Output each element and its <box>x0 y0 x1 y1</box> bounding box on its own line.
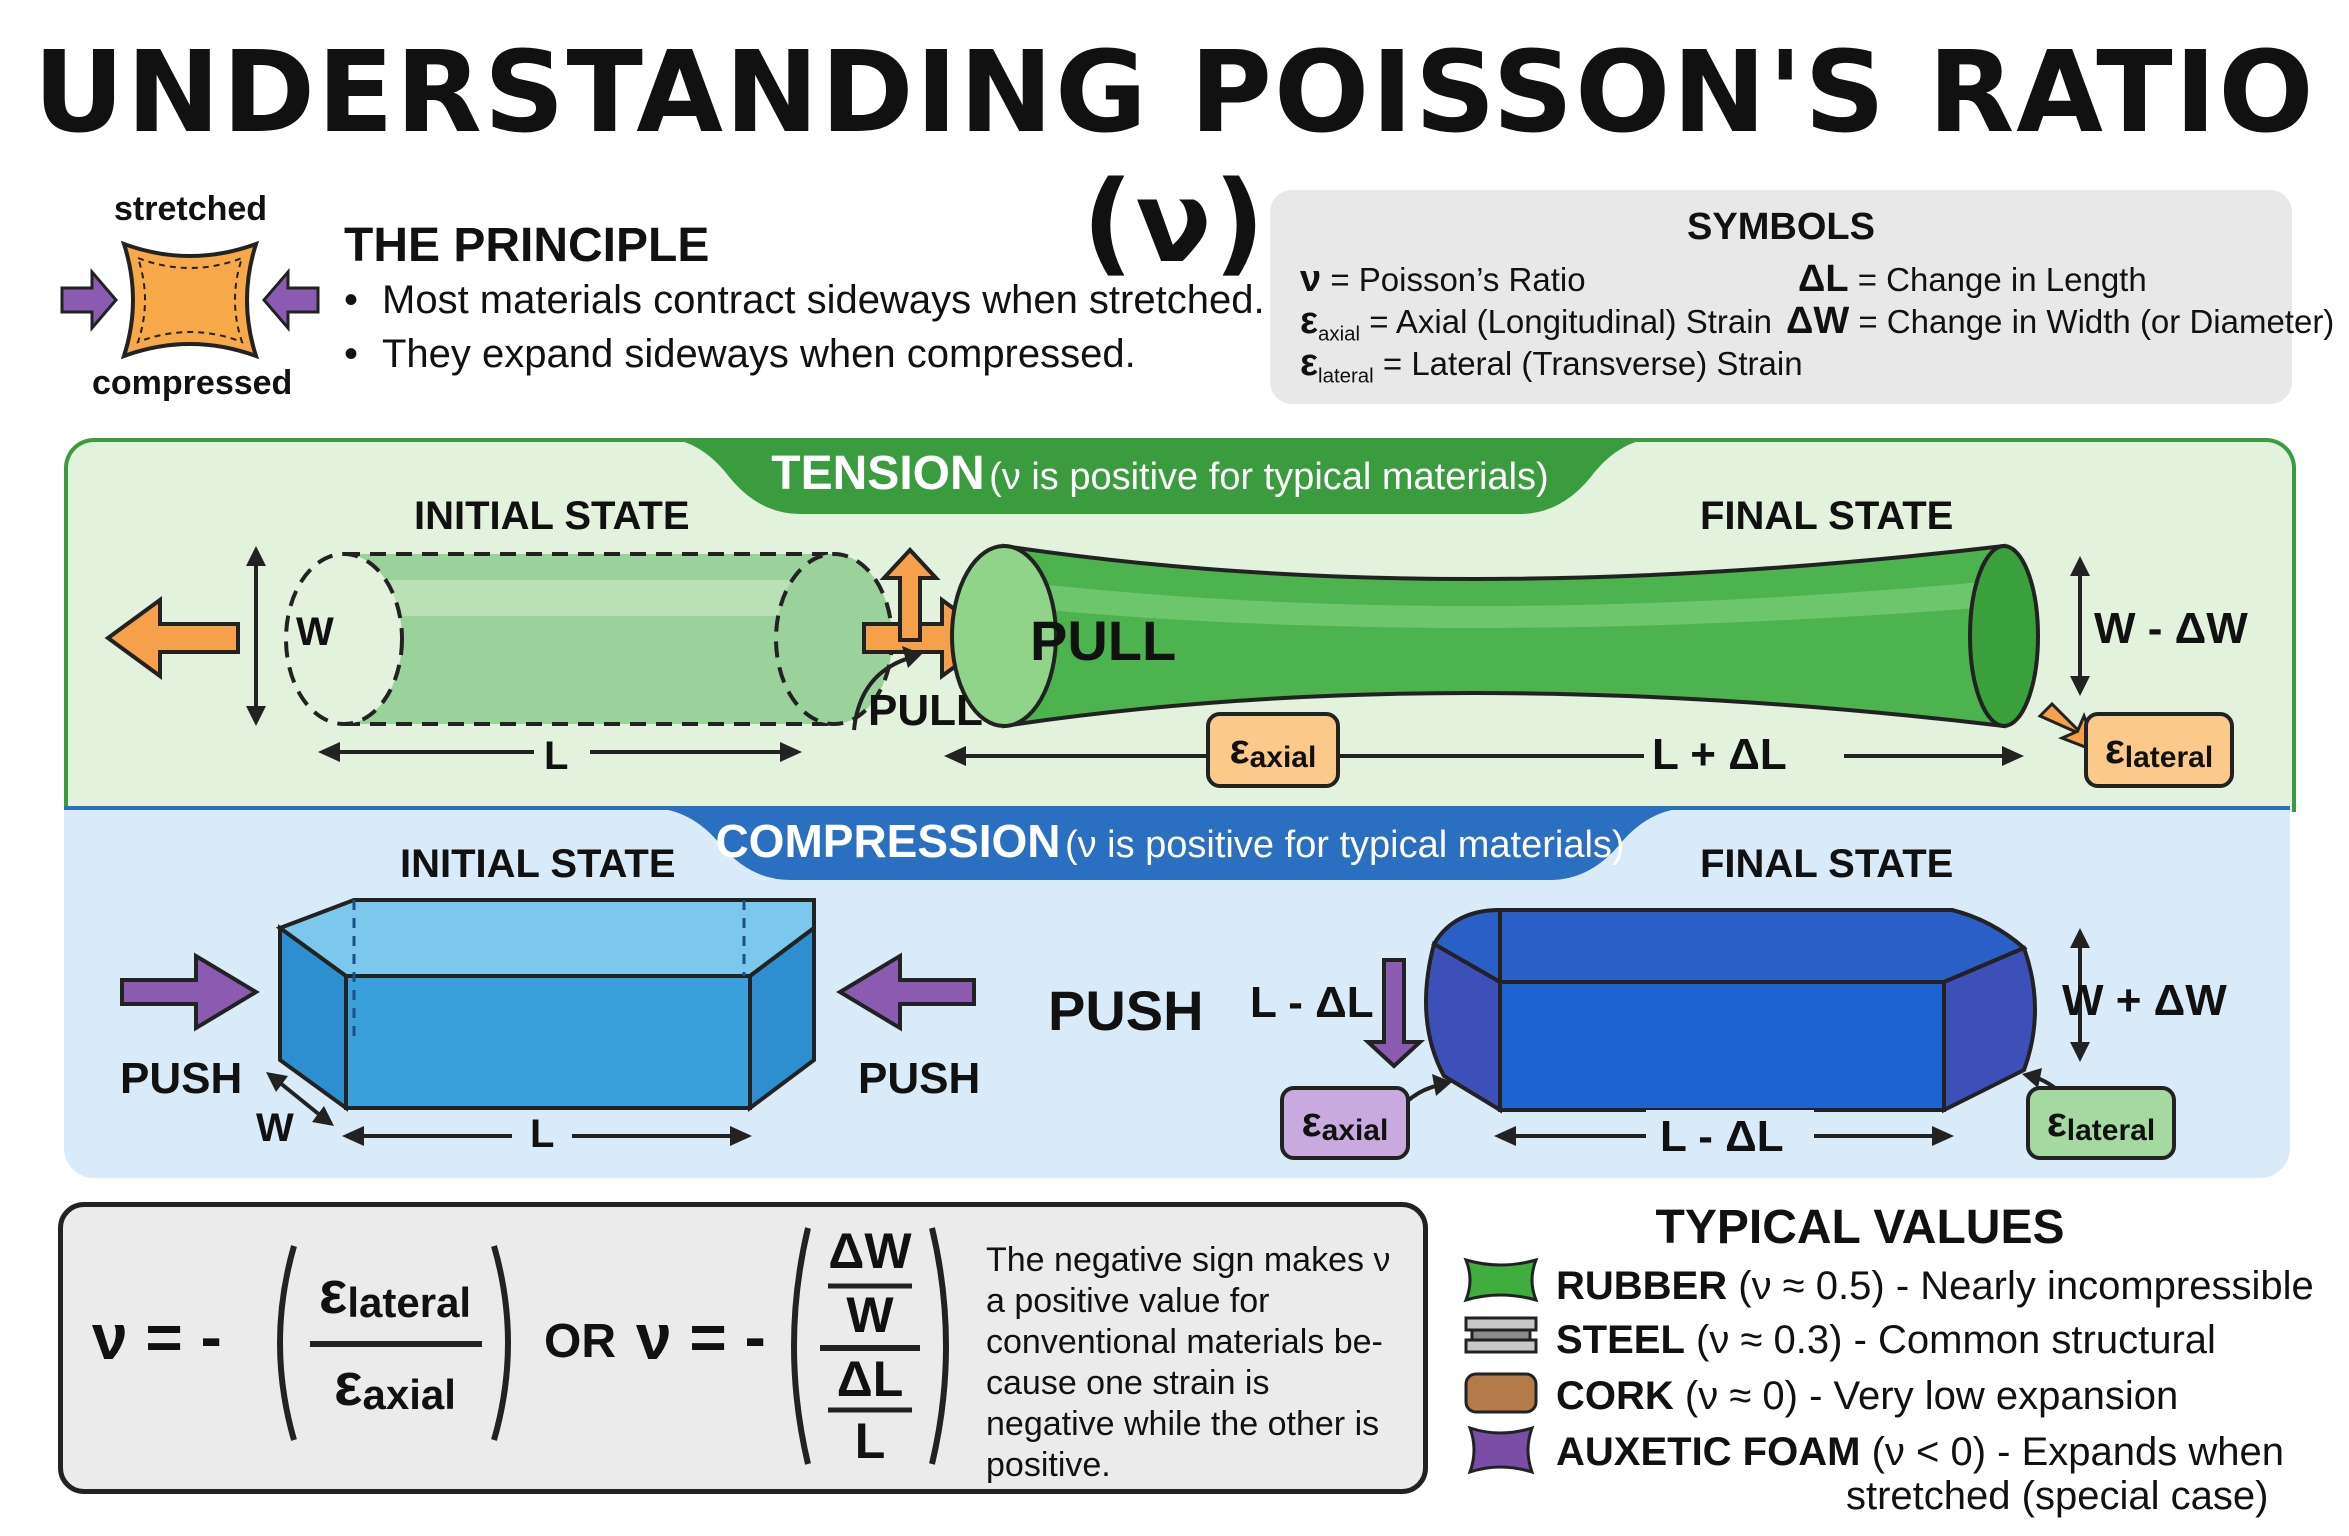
compressed-label: compressed <box>92 364 293 402</box>
compression-final-label: FINAL STATE <box>1700 842 1954 886</box>
pull-small-label: PULL <box>868 686 983 735</box>
compression-initial-label: INITIAL STATE <box>400 842 676 886</box>
compression-banner-tab <box>650 808 1690 880</box>
final-box <box>1498 980 1946 1112</box>
tension-length-change-label: L + ΔL <box>1652 730 1787 779</box>
push-big-label: PUSH <box>1048 979 1204 1042</box>
tension-banner: TENSION (ν is positive for typical mater… <box>771 447 1549 500</box>
axial-up-arrow <box>879 547 941 642</box>
material-swatches <box>1463 1257 1539 1475</box>
compression-width-change-label: W + ΔW <box>2062 976 2227 1025</box>
compression-lateral-tag: εlateral <box>2026 1086 2176 1160</box>
compression-length-change-label: L - ΔL <box>1660 1112 1784 1161</box>
symbols-box <box>1270 190 2292 404</box>
tension-axial-tag: εaxial <box>1206 712 1340 788</box>
stretched-label: stretched <box>114 190 268 228</box>
compression-w-label: W <box>256 1106 294 1150</box>
axial-down-arrow <box>1362 958 1426 1069</box>
formula-numerator: εlateral <box>318 1259 472 1327</box>
tension-final-label: FINAL STATE <box>1700 494 1954 538</box>
symbol-lateral: εlateral = Lateral (Transverse) Strain <box>1300 342 1803 388</box>
formula-or: OR <box>544 1315 616 1368</box>
typical-auxetic-foam-continued: stretched (special case) <box>1846 1474 2269 1518</box>
push-arrow-right <box>836 952 976 1032</box>
tension-diagram <box>104 543 2101 780</box>
compression-length-arrow-label: L - ΔL <box>1250 978 1374 1027</box>
compression-diagram <box>120 898 2090 1160</box>
symbol-nu: ν = Poisson’s Ratio <box>1300 258 1586 300</box>
tension-lateral-tag: εlateral <box>2084 712 2234 788</box>
push-left-label: PUSH <box>120 1054 243 1103</box>
compression-l-label: L <box>530 1112 555 1156</box>
formula-box <box>58 1202 1428 1494</box>
formula-denominator: εaxial <box>334 1351 456 1419</box>
compression-banner: COMPRESSION (ν is positive for typical m… <box>715 815 1625 867</box>
principle-icon <box>60 240 320 360</box>
tension-width-change-label: W - ΔW <box>2094 604 2248 653</box>
cork-swatch-icon <box>1464 1372 1538 1414</box>
initial-cylinder <box>344 554 834 724</box>
formula-delta-w: ΔW <box>828 1223 912 1279</box>
formula-explanation: The negative sign makes ν a positive val… <box>986 1241 1391 1484</box>
principle-heading: THE PRINCIPLE <box>344 219 710 272</box>
symbol-delta-l: ΔL = Change in Length <box>1798 258 2147 300</box>
rubber-swatch-icon <box>1463 1257 1539 1303</box>
tension-initial-label: INITIAL STATE <box>414 494 690 538</box>
formula-lhs-2: ν = - <box>636 1301 766 1373</box>
compression-axial-tag: εaxial <box>1280 1086 1410 1160</box>
initial-box <box>344 974 752 1110</box>
typical-rubber: RUBBER (ν ≈ 0.5) - Nearly incompressible <box>1556 1264 2314 1308</box>
symbol-axial: εaxial = Axial (Longitudinal) Strain <box>1300 300 1772 346</box>
tension-banner-tab <box>660 438 1660 514</box>
typical-cork: CORK (ν ≈ 0) - Very low expansion <box>1556 1374 2179 1418</box>
formula-parens-2 <box>791 1227 949 1465</box>
pull-arrow-left <box>104 596 240 680</box>
tension-l-label: L <box>544 734 569 778</box>
typical-steel: STEEL (ν ≈ 0.3) - Common structural <box>1556 1318 2216 1362</box>
stretched-block <box>120 240 260 360</box>
tension-w-label: W <box>296 610 334 654</box>
right-purple-arrow <box>262 267 320 333</box>
formula-l: L <box>854 1413 886 1469</box>
pull-big-label: PULL <box>1030 609 1177 672</box>
formula-delta-l: ΔL <box>836 1351 904 1407</box>
formula-w: W <box>846 1287 894 1343</box>
formula-parens-1 <box>277 1245 511 1441</box>
push-right-label: PUSH <box>858 1054 981 1103</box>
symbols-title: SYMBOLS <box>1687 206 1875 248</box>
principle-bullet-2: They expand sideways when compressed. <box>344 332 1136 377</box>
principle-bullet-1: Most materials contract sideways when st… <box>344 278 1265 323</box>
typical-values-title: TYPICAL VALUES <box>1655 1201 2065 1254</box>
typical-auxetic-foam: AUXETIC FOAM (ν < 0) - Expands when <box>1556 1430 2285 1474</box>
left-purple-arrow <box>60 267 118 333</box>
page-title: UNDERSTANDING POISSON'S RATIO (ν) <box>33 28 2316 288</box>
symbol-delta-w: ΔW = Change in Width (or Diameter) <box>1786 300 2335 342</box>
formula-lhs: ν = - <box>92 1301 222 1373</box>
auxetic-foam-swatch-icon <box>1467 1425 1535 1475</box>
steel-swatch-icon <box>1464 1316 1538 1354</box>
push-arrow-left <box>120 952 260 1032</box>
